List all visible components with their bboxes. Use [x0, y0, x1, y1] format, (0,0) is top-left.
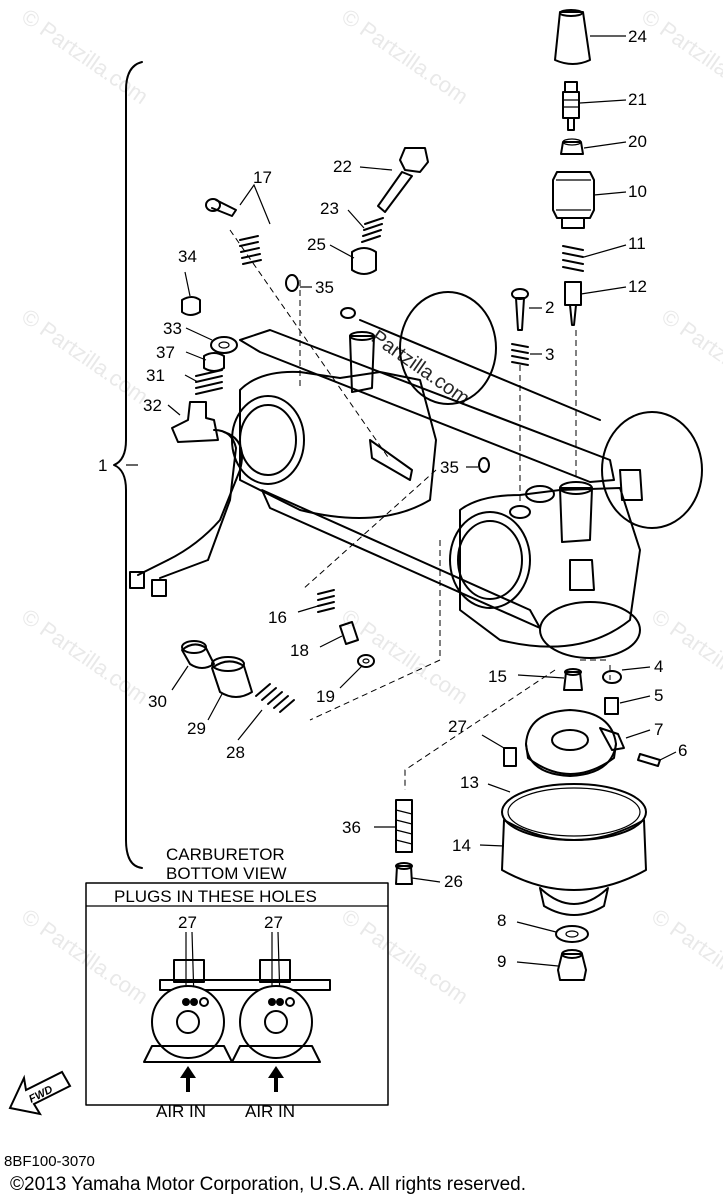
bottom-view-title-line1: CARBURETOR	[166, 845, 285, 864]
label-35-top: 35	[315, 278, 334, 297]
assembly-bracket	[113, 61, 143, 869]
upper-middle-parts	[205, 147, 429, 319]
label-7: 7	[654, 720, 663, 739]
label-34: 34	[178, 247, 197, 266]
label-37: 37	[156, 343, 175, 362]
label-35-bottom: 35	[440, 458, 459, 477]
label-16: 16	[268, 608, 287, 627]
label-9: 9	[497, 952, 506, 971]
top-fitting-stack	[552, 9, 595, 326]
diagram-code: 8BF100-3070	[4, 1153, 95, 1170]
fwd-arrow-icon: FWD	[8, 1070, 72, 1116]
label-25: 25	[307, 235, 326, 254]
label-3: 3	[545, 345, 554, 364]
watermark-3: © Partzilla.com	[637, 4, 723, 110]
part-24-cap	[554, 11, 591, 65]
label-22: 22	[333, 157, 352, 176]
label-36: 36	[342, 818, 361, 837]
label-21: 21	[628, 90, 647, 109]
label-2: 2	[545, 298, 554, 317]
label-14: 14	[452, 836, 471, 855]
label-10: 10	[628, 182, 647, 201]
label-26: 26	[444, 872, 463, 891]
bottom-view-box-title: PLUGS IN THESE HOLES	[114, 887, 317, 906]
guide-lines	[229, 229, 611, 790]
air-in-left: AIR IN	[156, 1102, 206, 1121]
bottom-right-carb	[239, 985, 313, 1059]
label-11: 11	[628, 234, 646, 253]
bottom-view-frame	[85, 882, 389, 1106]
label-17: 17	[253, 168, 272, 187]
label-27-main: 27	[448, 717, 467, 736]
label-29: 29	[187, 719, 206, 738]
diagram-watermark: Partzilla.com	[367, 326, 473, 410]
label-24: 24	[628, 27, 647, 46]
label-18: 18	[290, 641, 309, 660]
bottom-left-carb	[151, 985, 225, 1059]
label-6: 6	[678, 741, 687, 760]
watermark-9: © Partzilla.com	[17, 904, 153, 1010]
label-30: 30	[148, 692, 167, 711]
watermarks: © Partzilla.com © Partzilla.com © Partzi…	[17, 4, 723, 1010]
label-1: 1	[98, 456, 107, 475]
label-20: 20	[628, 132, 647, 151]
watermark-7: © Partzilla.com	[337, 604, 473, 710]
label-31: 31	[146, 366, 165, 385]
watermark-5: © Partzilla.com	[657, 304, 723, 410]
part-2-3	[511, 288, 529, 366]
float-bowl-parts	[374, 666, 677, 981]
watermark-10: © Partzilla.com	[337, 904, 473, 1010]
watermark-2: © Partzilla.com	[337, 4, 473, 110]
label-15: 15	[488, 667, 507, 686]
label-19: 19	[316, 687, 335, 706]
label-12: 12	[628, 277, 647, 296]
air-in-right: AIR IN	[245, 1102, 295, 1121]
label-13: 13	[460, 773, 479, 792]
label-8: 8	[497, 911, 506, 930]
label-32: 32	[143, 396, 162, 415]
bottom-view-title-line2: BOTTOM VIEW	[166, 864, 287, 883]
label-4: 4	[654, 657, 663, 676]
plug-label-right: 27	[264, 913, 283, 932]
copyright-notice: ©2013 Yamaha Motor Corporation, U.S.A. A…	[10, 1174, 526, 1195]
label-5: 5	[654, 686, 663, 705]
part-labels: 24 21 20 10 11 12 2 3 17 22 23 25 34 35 …	[98, 27, 687, 971]
watermark-4: © Partzilla.com	[17, 304, 153, 410]
watermark-6: © Partzilla.com	[17, 604, 153, 710]
label-33: 33	[163, 319, 182, 338]
label-28: 28	[226, 743, 245, 762]
left-small-parts	[126, 271, 243, 597]
lower-left-parts	[171, 589, 375, 741]
label-23: 23	[320, 199, 339, 218]
leaders-top-right	[529, 35, 627, 355]
bottom-view-panel: CARBURETOR BOTTOM VIEW PLUGS IN THESE HO…	[85, 845, 389, 1121]
watermark-1: © Partzilla.com	[17, 4, 153, 110]
plug-label-left: 27	[178, 913, 197, 932]
watermark-11: © Partzilla.com	[647, 904, 723, 1010]
carburetor-body: Partzilla.com	[231, 291, 703, 659]
